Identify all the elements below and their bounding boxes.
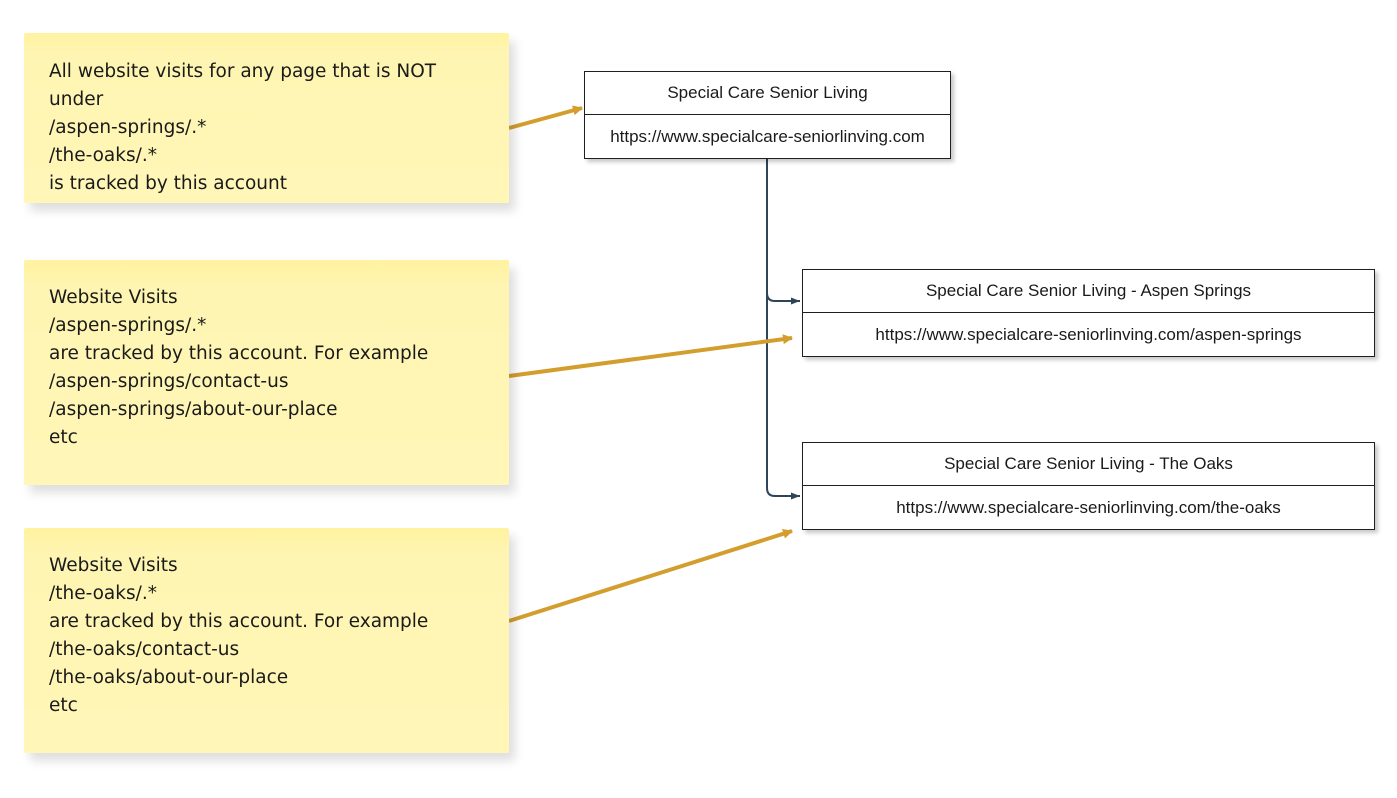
note-line: /aspen-springs/about-our-place xyxy=(49,399,338,420)
note-line: etc xyxy=(49,695,78,716)
sticky-note-main-account[interactable]: All website visits for any page that is … xyxy=(24,33,509,203)
account-box-main[interactable]: Special Care Senior Living https://www.s… xyxy=(584,71,951,159)
note-line: Website Visits xyxy=(49,287,178,308)
account-box-aspen-springs[interactable]: Special Care Senior Living - Aspen Sprin… xyxy=(802,269,1375,357)
note-line: /the-oaks/.* xyxy=(49,145,157,166)
note-line: /aspen-springs/.* xyxy=(49,117,207,138)
arrow-note-3-to-oaks xyxy=(508,528,793,623)
note-line: is tracked by this account xyxy=(49,173,287,194)
note-line: Website Visits xyxy=(49,555,178,576)
note-line: /aspen-springs/contact-us xyxy=(49,371,289,392)
connector-main-to-aspen xyxy=(766,159,800,305)
account-title: Special Care Senior Living - Aspen Sprin… xyxy=(803,270,1374,313)
note-line: are tracked by this account. For example xyxy=(49,343,429,364)
note-line: All website visits for any page that is … xyxy=(49,61,437,82)
note-line: /the-oaks/contact-us xyxy=(49,639,240,660)
account-title: Special Care Senior Living - The Oaks xyxy=(803,443,1374,486)
account-box-the-oaks[interactable]: Special Care Senior Living - The Oaks ht… xyxy=(802,442,1375,530)
note-line: etc xyxy=(49,427,78,448)
note-line: /the-oaks/.* xyxy=(49,583,157,604)
connector-main-to-oaks xyxy=(766,159,800,500)
sticky-note-aspen-springs[interactable]: Website Visits /aspen-springs/.* are tra… xyxy=(24,260,509,485)
account-url: https://www.specialcare-seniorlinving.co… xyxy=(875,324,1302,344)
note-line: /the-oaks/about-our-place xyxy=(49,667,289,688)
arrow-note-2-to-aspen xyxy=(508,334,793,378)
arrow-note-1-to-main xyxy=(508,105,583,130)
sticky-note-the-oaks[interactable]: Website Visits /the-oaks/.* are tracked … xyxy=(24,528,509,753)
note-line: /aspen-springs/.* xyxy=(49,315,207,336)
account-url: https://www.specialcare-seniorlinving.co… xyxy=(896,497,1281,517)
note-line: are tracked by this account. For example xyxy=(49,611,429,632)
account-title: Special Care Senior Living xyxy=(585,72,950,115)
account-url: https://www.specialcare-seniorlinving.co… xyxy=(610,126,925,146)
note-line: under xyxy=(49,89,104,110)
